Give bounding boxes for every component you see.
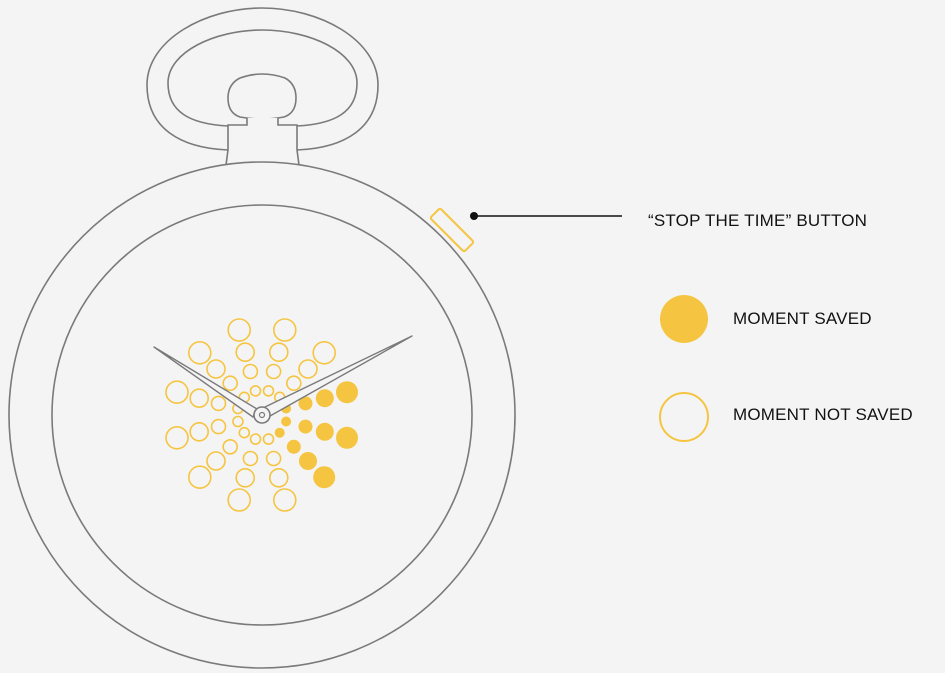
stop-time-button[interactable] (429, 207, 475, 253)
moment-not-saved-dot (227, 318, 251, 342)
moment-not-saved-dot (188, 465, 212, 490)
moment-not-saved-dot (165, 425, 189, 450)
legend-not-saved-label: MOMENT NOT SAVED (733, 405, 913, 424)
watch-hand-pivot (253, 406, 271, 424)
moment-saved-dot (336, 381, 358, 404)
moment-not-saved-dot (227, 488, 251, 512)
moment-saved-dot (274, 427, 285, 438)
moment-not-saved-dot (235, 467, 255, 488)
moment-not-saved-dot (285, 375, 302, 392)
moment-not-saved-dot (238, 426, 251, 439)
moment-not-saved-dot (268, 342, 289, 363)
moment-saved-dot (336, 426, 358, 449)
moment-not-saved-dot (222, 375, 238, 392)
moment-not-saved-dot (206, 359, 226, 379)
moment-not-saved-dot (232, 415, 244, 428)
moment-saved-dot (315, 389, 334, 408)
moment-not-saved-dot (210, 418, 227, 435)
moment-not-saved-dot (242, 363, 259, 380)
watch-pendant-knob (227, 73, 297, 120)
moment-saved-dot (299, 452, 317, 470)
moment-not-saved-dot (265, 450, 282, 467)
moment-not-saved-dot (249, 433, 262, 445)
moment-saved-dot (315, 422, 334, 441)
moment-not-saved-dot (242, 450, 259, 467)
watch-pendant-stem (225, 118, 300, 166)
moment-not-saved-dot (206, 451, 226, 471)
moment-not-saved-dot (188, 340, 212, 365)
moment-not-saved-dot (272, 318, 297, 342)
legend-saved-label: MOMENT SAVED (733, 309, 872, 328)
moment-not-saved-dot (210, 395, 227, 412)
moment-not-saved-dot (268, 467, 289, 488)
moment-not-saved-dot (235, 342, 255, 363)
moment-not-saved-dot (272, 488, 297, 512)
moment-not-saved-dot (189, 421, 209, 442)
stop-button-label: “STOP THE TIME” BUTTON (648, 211, 868, 230)
moment-not-saved-dot (312, 340, 337, 365)
moment-saved-dot (298, 419, 313, 434)
watch-bow-inner (167, 29, 358, 127)
moment-not-saved-dot (189, 388, 209, 409)
moment-not-saved-dot (262, 433, 275, 445)
moment-not-saved-dot (165, 380, 189, 405)
moment-not-saved-dot (222, 438, 238, 455)
dial-dots (165, 318, 358, 512)
moment-not-saved-dot (249, 385, 262, 397)
moment-saved-dot (313, 466, 336, 489)
moment-saved-dot (298, 396, 313, 411)
watch-hand-pivot-center (258, 411, 266, 419)
moment-saved-dot (281, 416, 292, 427)
moment-not-saved-dot (298, 359, 318, 379)
watch-bow-outer (146, 7, 379, 151)
moment-saved-dot (286, 439, 301, 454)
watch-case-inner (51, 204, 473, 626)
moment-not-saved-dot (262, 385, 275, 397)
moment-not-saved-dot (265, 363, 282, 380)
legend-saved-marker (660, 295, 708, 343)
legend-not-saved-marker (659, 392, 709, 442)
stop-button-pointer-dot (470, 212, 478, 220)
